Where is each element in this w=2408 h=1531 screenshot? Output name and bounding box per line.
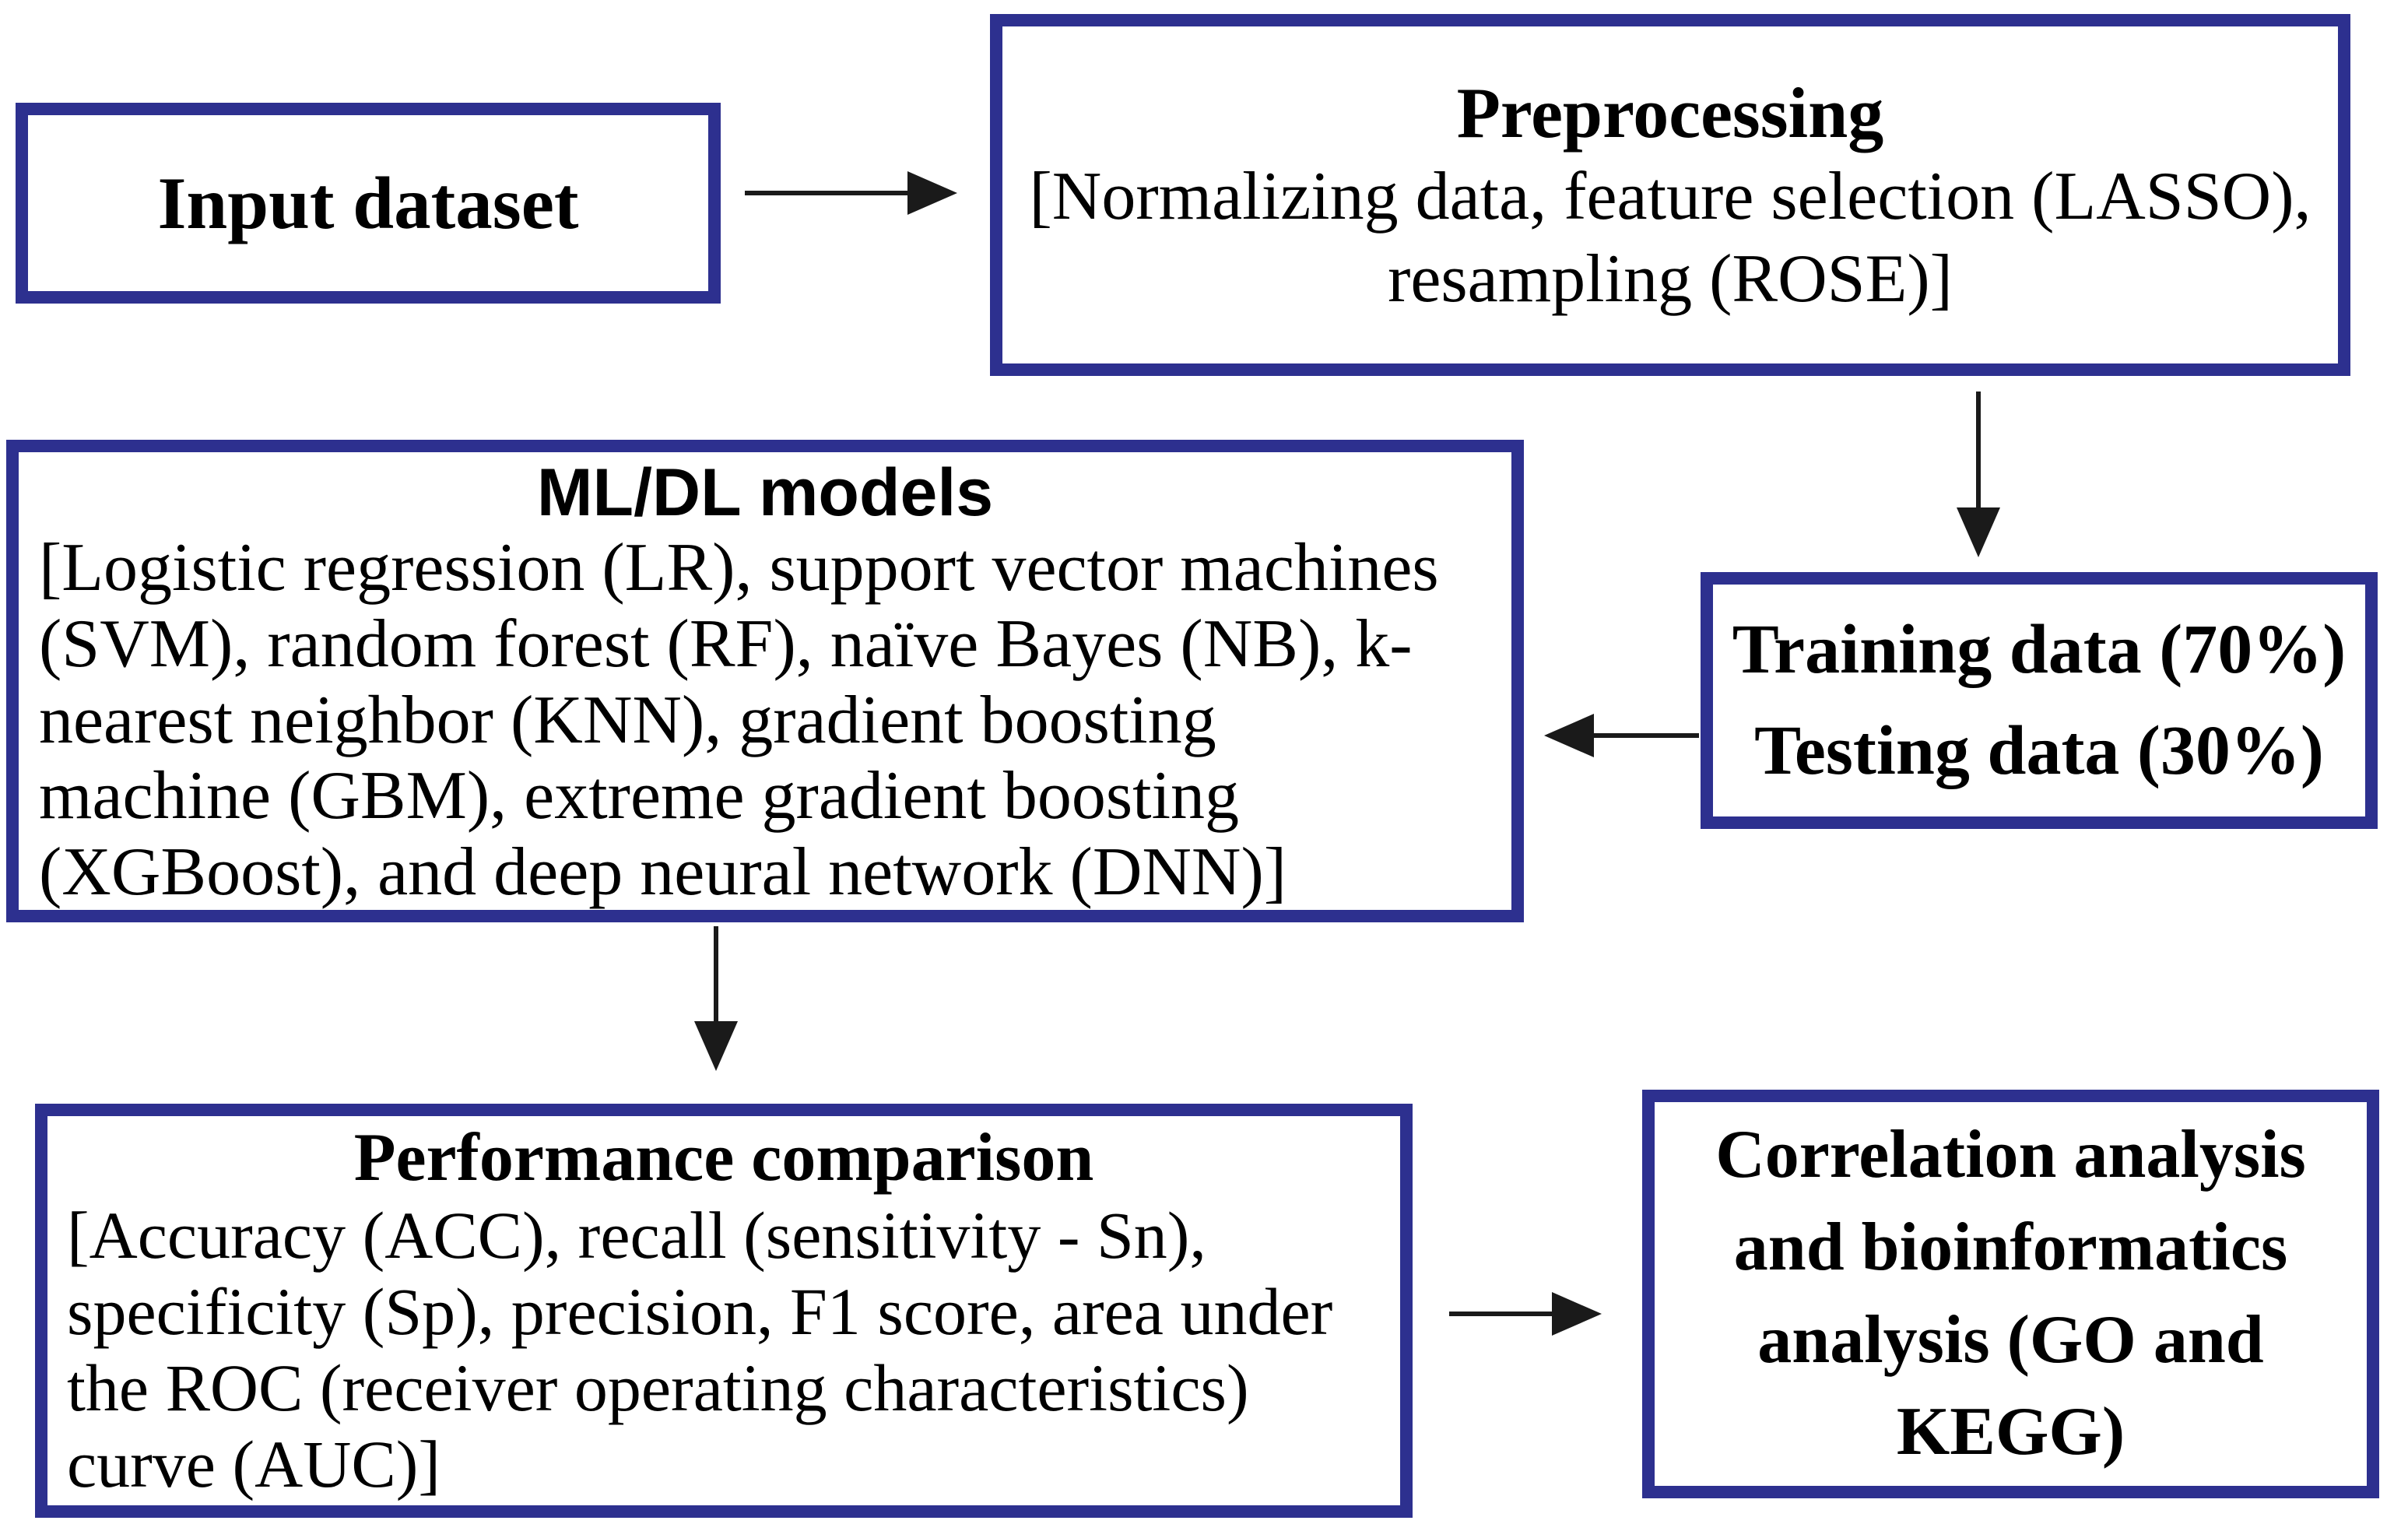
ml-dl-models-title: ML/DL models	[536, 455, 994, 530]
arrow-input-to-preprocessing	[745, 171, 957, 215]
arrow-preprocessing-to-training	[1957, 392, 2000, 557]
performance-comparison-title: Performance comparison	[353, 1119, 1094, 1196]
correlation-line: KEGG)	[1896, 1394, 2125, 1470]
performance-comparison-line: curve (AUC)]	[67, 1427, 441, 1502]
ml-dl-models-line: nearest neighbor (KNN), gradient boostin…	[39, 682, 1216, 758]
ml-dl-models-line: (SVM), random forest (RF), naïve Bayes (…	[39, 606, 1413, 682]
preprocessing-line: [Normalizing data, feature selection (LA…	[1029, 159, 2311, 235]
node-preprocessing: Preprocessing [Normalizing data, feature…	[990, 14, 2350, 376]
node-training-testing-data: Training data (70%) Testing data (30%)	[1701, 572, 2378, 829]
performance-comparison-line: specificity (Sp), precision, F1 score, a…	[67, 1274, 1333, 1350]
arrow-performance-to-correlation	[1449, 1292, 1602, 1336]
node-ml-dl-models: ML/DL models [Logistic regression (LR), …	[6, 440, 1524, 922]
performance-comparison-line: the ROC (receiver operating characterist…	[67, 1350, 1249, 1426]
correlation-line: Correlation analysis	[1715, 1116, 2306, 1192]
correlation-line: and bioinformatics	[1733, 1209, 2288, 1285]
preprocessing-title: Preprocessing	[1456, 72, 1884, 153]
arrow-mldl-to-performance	[694, 926, 738, 1071]
node-input-dataset: Input dataset	[16, 103, 721, 304]
input-dataset-title: Input dataset	[157, 162, 579, 244]
testing-data-line: Testing data (30%)	[1754, 712, 2324, 789]
node-correlation-bioinformatics: Correlation analysis and bioinformatics …	[1642, 1090, 2379, 1498]
ml-dl-models-line: (XGBoost), and deep neural network (DNN)…	[39, 834, 1287, 910]
correlation-line: analysis (GO and	[1757, 1301, 2264, 1378]
ml-dl-models-line: [Logistic regression (LR), support vecto…	[39, 530, 1439, 606]
node-performance-comparison: Performance comparison [Accuracy (ACC), …	[35, 1104, 1413, 1518]
preprocessing-line: resampling (ROSE)]	[1388, 241, 1953, 317]
arrow-training-to-mldl	[1544, 714, 1699, 757]
performance-comparison-line: [Accuracy (ACC), recall (sensitivity - S…	[67, 1198, 1206, 1273]
training-data-line: Training data (70%)	[1732, 610, 2347, 688]
ml-dl-models-line: machine (GBM), extreme gradient boosting	[39, 758, 1240, 834]
